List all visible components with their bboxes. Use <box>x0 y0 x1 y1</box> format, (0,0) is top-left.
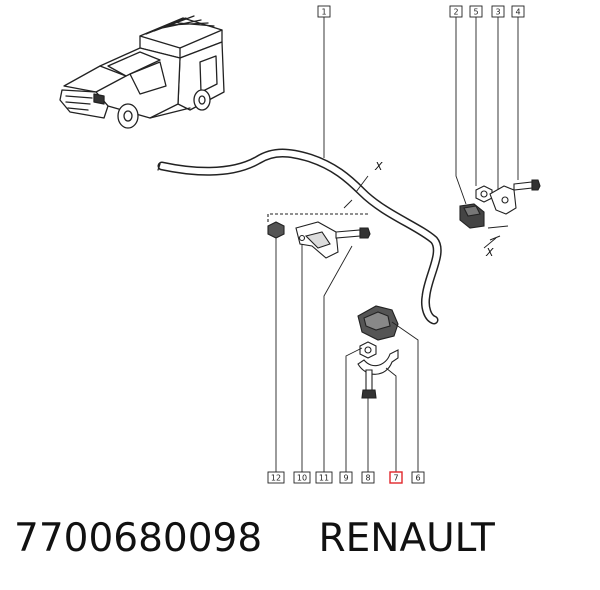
caption: 7700680098 RENAULT <box>14 514 594 564</box>
svg-text:2: 2 <box>453 8 458 17</box>
callout-9: 9 <box>339 471 353 484</box>
svg-text:11: 11 <box>319 474 329 483</box>
vehicle-illustration <box>59 15 225 129</box>
svg-text:12: 12 <box>271 474 281 483</box>
section-mark-lower: X <box>485 246 494 259</box>
svg-text:10: 10 <box>297 474 307 483</box>
svg-text:8: 8 <box>365 474 370 483</box>
callout-6: 6 <box>411 471 425 484</box>
leader-lines <box>275 16 519 472</box>
svg-text:3: 3 <box>495 8 500 17</box>
svg-text:9: 9 <box>343 474 348 483</box>
svg-text:7: 7 <box>393 474 398 483</box>
callout-10: 10 <box>293 471 311 484</box>
section-mark-upper: X <box>374 160 383 173</box>
callout-7-highlighted: 7 <box>389 471 403 484</box>
svg-text:4: 4 <box>515 8 520 17</box>
brand-name: RENAULT <box>318 516 495 561</box>
callout-12: 12 <box>267 471 285 484</box>
svg-text:1: 1 <box>321 8 326 17</box>
bushing-assembly-lower <box>357 305 399 399</box>
callout-2: 2 <box>449 5 463 18</box>
callout-11: 11 <box>315 471 333 484</box>
bushing-assembly-upper <box>459 179 541 241</box>
callout-4: 4 <box>511 5 525 18</box>
svg-text:6: 6 <box>415 474 420 483</box>
callout-3: 3 <box>491 5 505 18</box>
part-number: 7700680098 <box>14 516 263 561</box>
callout-8: 8 <box>361 471 375 484</box>
stabilizer-bar <box>157 148 442 325</box>
mounting-assembly-left <box>267 213 371 259</box>
callout-5: 5 <box>469 5 483 18</box>
svg-text:5: 5 <box>473 8 478 17</box>
callout-1: 1 <box>317 5 331 18</box>
